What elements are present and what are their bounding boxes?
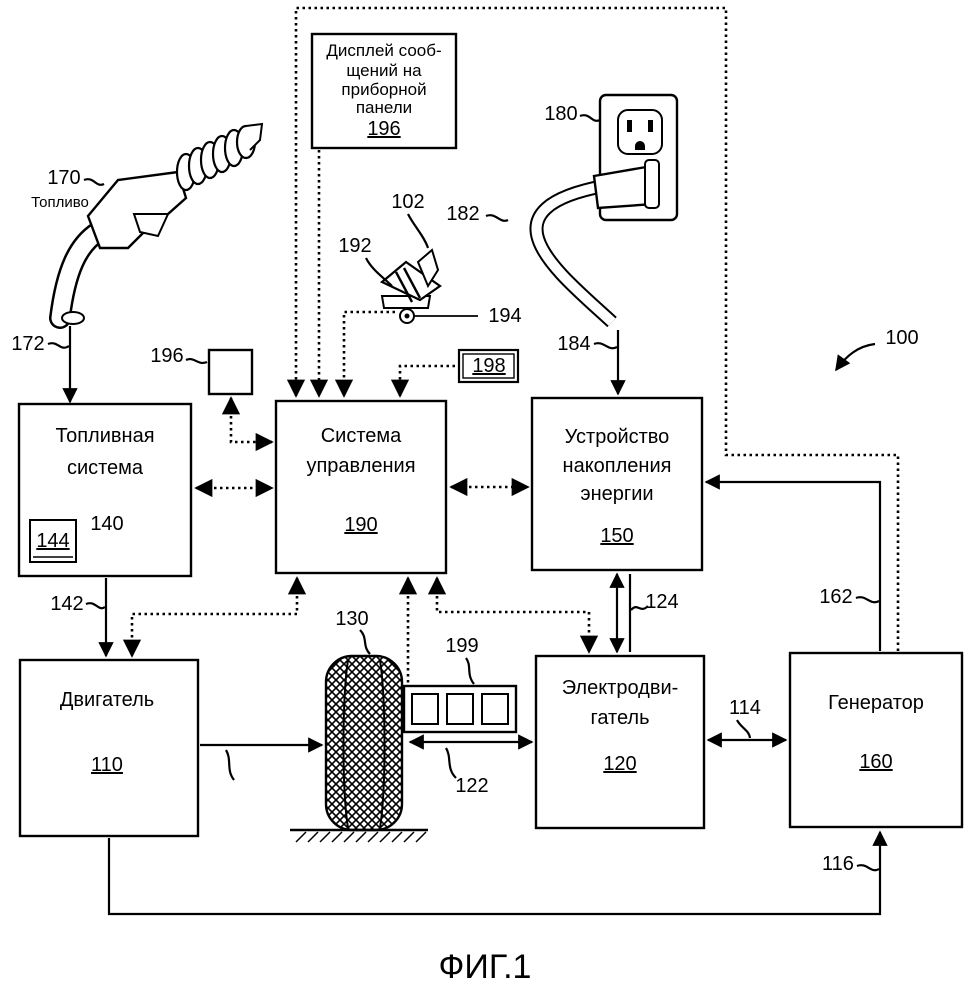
generator-ref: 160 <box>859 751 892 773</box>
fuel-system-block: Топливная система 144 140 <box>19 404 191 576</box>
charging-cord-icon: 182 <box>446 160 659 322</box>
small-box-ref: 196 <box>150 345 183 367</box>
wheel-motor-ref: 122 <box>455 775 488 797</box>
motor-generator-ref: 114 <box>729 697 761 719</box>
display-label-1: Дисплей сооб- <box>326 41 441 60</box>
sensors-box: 198 <box>459 350 518 382</box>
display-label-3: приборной <box>341 80 426 99</box>
figure-label: ФИГ.1 <box>439 948 532 986</box>
generator-storage-link <box>706 482 880 651</box>
nozzle-ref: 170 <box>47 167 80 189</box>
engine-label: Двигатель <box>60 689 154 711</box>
storage-motor-ref: 124 <box>645 591 678 613</box>
display-label-2: щений на <box>346 61 422 80</box>
fuel-engine-ref: 142 <box>50 593 83 615</box>
sensors-control-link <box>400 366 455 396</box>
fuel-tank-ref: 144 <box>36 530 69 552</box>
generator-label: Генератор <box>828 692 924 714</box>
display-ref: 196 <box>367 118 400 140</box>
motor-label-1: Электродви- <box>562 677 679 699</box>
wheel-ref: 130 <box>335 608 368 630</box>
engine-ref: 110 <box>91 754 123 776</box>
control-engine-link <box>132 578 297 656</box>
indicator-control-link <box>231 398 272 442</box>
engine-block: Двигатель 110 <box>20 660 198 836</box>
pedal-ref: 102 <box>391 191 424 213</box>
fuel-system-ref: 140 <box>90 513 123 535</box>
gearbox-ref: 199 <box>445 635 478 657</box>
pedal-control-link <box>344 312 395 396</box>
fuel-system-label-1: Топливная <box>55 425 154 447</box>
fuel-line-ref: 172 <box>11 333 44 355</box>
fuel-word: Топливо <box>31 194 89 211</box>
energy-storage-label-3: энергии <box>580 483 653 505</box>
control-system-block: Система управления 190 <box>276 401 446 573</box>
cord-ref: 182 <box>446 203 479 225</box>
motor-ref: 120 <box>603 753 636 775</box>
generator-storage-ref: 162 <box>819 586 852 608</box>
outlet-ref: 180 <box>544 103 577 125</box>
pedal-sensor-ref: 194 <box>488 305 521 327</box>
motor-block: Электродви- гатель 120 <box>536 656 704 828</box>
pedal-arm-ref: 192 <box>338 235 371 257</box>
generator-block: Генератор 160 <box>790 653 962 827</box>
energy-storage-label-2: накопления <box>563 455 672 477</box>
energy-storage-label-1: Устройство <box>565 426 670 448</box>
fuel-nozzle-icon: 170 Топливо <box>31 124 262 324</box>
engine-generator-ref: 116 <box>822 853 854 875</box>
fuel-system-label-2: система <box>67 457 144 479</box>
gearbox-icon: 199 <box>404 635 516 732</box>
energy-storage-block: Устройство накопления энергии 150 <box>532 398 702 570</box>
control-system-ref: 190 <box>344 514 377 536</box>
sensors-ref: 198 <box>472 355 505 377</box>
display-label-4: панели <box>356 98 412 117</box>
system-ref-marker: 100 <box>836 327 919 370</box>
accelerator-pedal-icon: 102 192 194 <box>338 191 521 327</box>
motor-label-2: гатель <box>590 707 649 729</box>
control-system-label-2: управления <box>306 455 415 477</box>
system-ref: 100 <box>885 327 918 349</box>
cord-line-ref: 184 <box>557 333 590 355</box>
small-indicator-box: 196 <box>150 345 252 394</box>
engine-generator-link <box>109 832 880 914</box>
control-system-label-1: Система <box>321 425 402 447</box>
energy-storage-ref: 150 <box>600 525 633 547</box>
dashboard-display-block: Дисплей сооб- щений на приборной панели … <box>312 34 456 148</box>
